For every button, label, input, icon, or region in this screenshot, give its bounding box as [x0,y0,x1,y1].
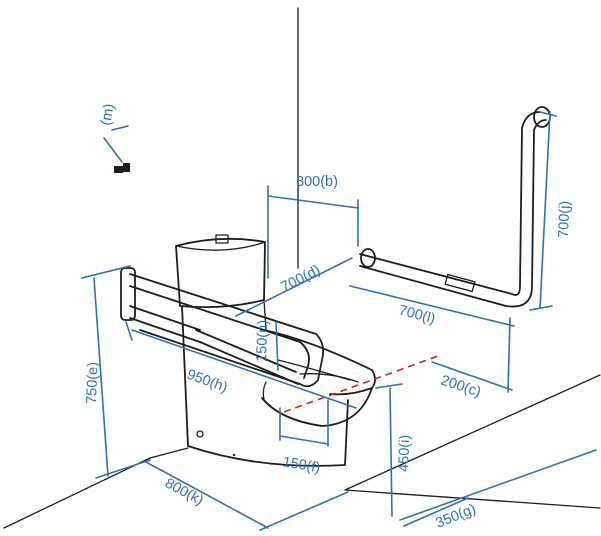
dim-label-m: (m) [98,102,118,126]
dim-label-700j: 700(j) [556,201,573,239]
dim-label-800k: 800(k) [162,475,206,508]
dimension-lines [81,111,597,531]
centreline [283,355,439,413]
dim-label-150f: 150(f) [281,454,321,476]
wall-device-icon [114,163,130,173]
dim-label-700d: 700(d) [279,262,324,295]
dim-label-950h: 950(h) [185,367,230,396]
toilet [175,234,376,467]
dim-label-300b: 300(b) [296,174,338,190]
drop-down-rail [120,267,325,388]
dim-label-150n: 150(n) [254,320,271,362]
wall-l-rail [359,106,551,308]
dim-label-450i: 450(i) [396,435,413,473]
room-walls [3,7,601,529]
dim-label-750e: 750(e) [84,362,101,404]
centreline-dash [283,355,439,413]
